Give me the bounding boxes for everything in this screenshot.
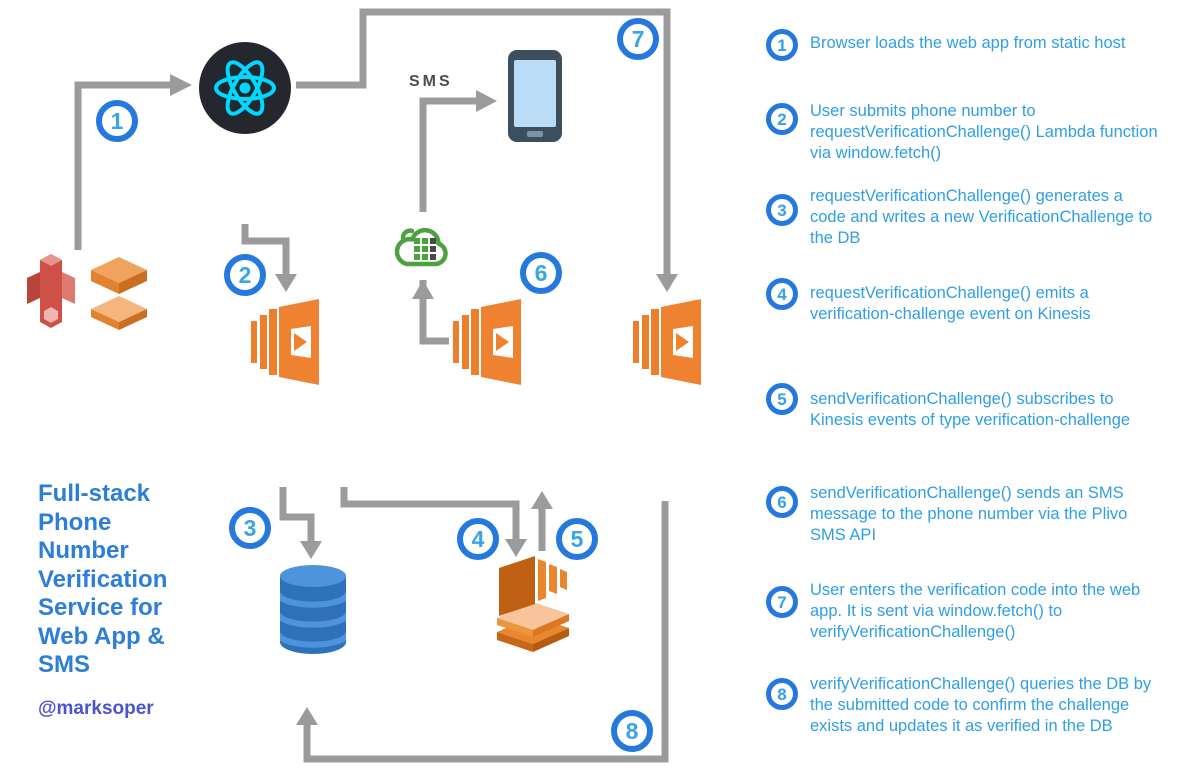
cloudfront-icon xyxy=(88,252,150,330)
arrowhead-up-plivo xyxy=(412,280,434,299)
step-8-badge: 8 xyxy=(766,678,798,710)
kinesis-icon xyxy=(491,556,575,656)
diagram-badge-4: 4 xyxy=(457,518,499,560)
arrowhead-down-verify-lambda xyxy=(656,274,678,292)
lambda-send-icon xyxy=(453,299,521,385)
arrow-s3-to-react xyxy=(74,81,172,250)
step-6-badge: 6 xyxy=(766,486,798,518)
arrowhead-down-dynamodb xyxy=(300,541,322,559)
step-6-text: sendVerificationChallenge() sends an SMS… xyxy=(810,484,1128,544)
arrow-verify-to-dynamodb xyxy=(303,501,669,763)
plivo-cloud-icon xyxy=(390,212,455,280)
step-3-text: requestVerificationChallenge() generates… xyxy=(810,187,1153,247)
diagram-badge-5: 5 xyxy=(556,518,598,560)
arrow-to-kinesis xyxy=(340,487,520,540)
step-1-badge: 1 xyxy=(766,29,798,61)
step-4-badge: 4 xyxy=(766,278,798,310)
diagram-badge-8: 8 xyxy=(611,710,653,752)
arrow-to-dynamodb xyxy=(279,487,315,542)
smartphone-icon xyxy=(498,42,572,150)
step-5-badge: 5 xyxy=(766,383,798,415)
lambda-verify-icon xyxy=(633,299,701,385)
diagram-badge-7: 7 xyxy=(617,18,659,60)
lambda-request-icon xyxy=(251,299,319,385)
s3-bucket-icon xyxy=(25,252,77,330)
arrowhead-up-dynamodb-bottom xyxy=(296,707,318,725)
diagram-badge-3: 3 xyxy=(229,507,271,549)
arrowhead-right-react xyxy=(170,74,192,96)
arrow-to-request-lambda xyxy=(241,224,290,275)
step-8-text: verifyVerificationChallenge() queries th… xyxy=(810,675,1152,735)
arrowhead-down-kinesis xyxy=(505,539,527,557)
step-7-text: User enters the verification code into t… xyxy=(810,581,1141,641)
diagram-badge-1: 1 xyxy=(96,100,138,142)
step-2-badge: 2 xyxy=(766,103,798,135)
arrowhead-up-from-kinesis xyxy=(531,491,553,509)
step-7-badge: 7 xyxy=(766,586,798,618)
diagram-badge-6: 6 xyxy=(520,252,562,294)
step-2-text: User submits phone number to requestVeri… xyxy=(810,102,1158,162)
diagram-badge-2: 2 xyxy=(224,254,266,296)
sms-label: SMS xyxy=(409,73,453,90)
arrowhead-down-request-lambda xyxy=(275,274,297,292)
step-4-text: requestVerificationChallenge() emits a v… xyxy=(810,284,1091,323)
dynamodb-icon xyxy=(275,563,351,657)
arrow-react-to-verify-lambda xyxy=(296,8,671,274)
step-1-text: Browser loads the web app from static ho… xyxy=(810,34,1126,52)
step-3-badge: 3 xyxy=(766,194,798,226)
react-logo-icon xyxy=(195,38,295,138)
step-5-text: sendVerificationChallenge() subscribes t… xyxy=(810,390,1131,429)
author-handle: @marksoper xyxy=(38,698,154,719)
arrowhead-right-phone xyxy=(476,90,497,112)
diagram-title: Full-stack Phone Number Verification Ser… xyxy=(38,480,168,678)
